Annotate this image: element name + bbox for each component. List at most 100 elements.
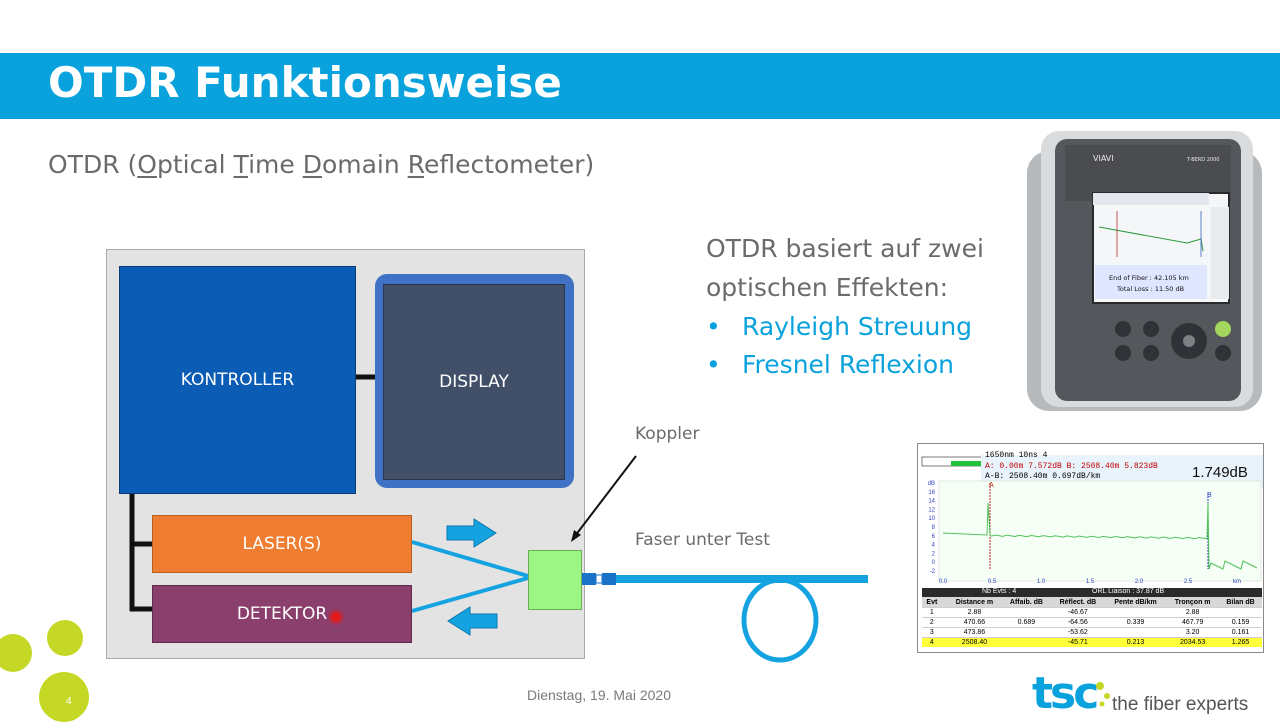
device-end-of-fiber: End of Fiber : 42.105 km (1109, 274, 1189, 282)
table-cell (1001, 637, 1051, 647)
table-cell (1001, 627, 1051, 638)
subtitle-part: O (137, 150, 157, 179)
otdr-y-tick-label: 8 (932, 525, 936, 531)
subtitle-part: T (233, 150, 249, 179)
subtitle-part: ime (248, 150, 303, 179)
table-cell: 0.339 (1104, 617, 1167, 628)
event-table-header: Tronçon m (1166, 597, 1220, 608)
table-cell: 1.265 (1219, 637, 1262, 647)
table-cell: 470.66 (947, 617, 1002, 628)
device-total-loss: Total Loss : 11.50 dB (1116, 285, 1184, 293)
device-start-key-icon (1215, 321, 1231, 337)
table-cell: 0.161 (1219, 627, 1262, 638)
otdr-ab-loss: 1.749dB (1192, 464, 1248, 481)
bullet-fresnel-text: Fresnel Reflexion (742, 350, 955, 379)
detector-box: DETEKTOR (152, 585, 412, 643)
otdr-x-tick-label: 2.5 (1184, 579, 1193, 585)
tsc-logo-icon: tsc (1032, 672, 1110, 718)
table-cell (1001, 607, 1051, 618)
coupler-label: Koppler (635, 424, 700, 444)
event-table-header: Evt (922, 597, 942, 608)
display-box: DISPLAY (383, 284, 565, 480)
otdr-y-tick-label: -2 (930, 569, 936, 575)
device-key-icon (1115, 321, 1131, 337)
event-table-header: Réflect. dB (1051, 597, 1105, 608)
otdr-x-tick-label: 1.0 (1037, 579, 1046, 585)
controller-box: KONTROLLER (119, 266, 356, 494)
otdr-trace-line (942, 502, 1258, 570)
decor-circle (0, 634, 32, 672)
fiber-connector-right (602, 573, 616, 585)
fiber-connector-left (582, 573, 596, 585)
table-cell: 0.689 (1001, 617, 1051, 628)
page-number: 4 (66, 696, 72, 707)
detector-label: DETEKTOR (236, 604, 328, 624)
otdr-cursor-values: A: 0.00m 7.572dB B: 2508.40m 5.823dB (985, 462, 1158, 471)
otdr-y-tick-label: 16 (928, 490, 935, 496)
detector-coupler-fiber (411, 576, 529, 613)
explanation-line-2: optischen Effekten: (706, 273, 949, 302)
coupler-box (528, 550, 582, 610)
device-key-icon (1115, 345, 1131, 361)
table-cell: 2.88 (1166, 607, 1220, 618)
table-cell: 3 (922, 627, 942, 638)
otdr-y-tick-label: 12 (928, 507, 935, 513)
table-row[interactable]: 1 2.88 -46.67 2.88 (922, 607, 1262, 618)
decor-circle (47, 620, 83, 656)
otdr-x-tick-label: 1.5 (1086, 579, 1095, 585)
footer-date: Dienstag, 19. Mai 2020 (527, 687, 671, 703)
device-model: T-BERD 2000 (1186, 157, 1219, 163)
table-cell (941, 627, 948, 638)
subtitle-part: D (302, 150, 322, 179)
otdr-device-picture: VIAVI T-BERD 2000 End of Fiber : 42.105 … (1027, 131, 1262, 411)
fiber-label: Faser unter Test (635, 530, 770, 550)
cursor-a-marker: A (989, 482, 994, 489)
table-cell (1219, 607, 1262, 618)
events-count: Nb Evts : 4 (982, 588, 1017, 595)
table-cell: -45.71 (1051, 637, 1105, 647)
cursor-b-marker: B (1207, 492, 1212, 499)
table-cell: 2508.40 (947, 637, 1002, 647)
coupler-pointer-line (574, 455, 637, 537)
otdr-x-tick-label: 2.0 (1135, 579, 1144, 585)
otdr-header: 1650nm 10ns 4 (985, 451, 1048, 460)
coupler-pointer-arrowhead-icon (571, 530, 581, 542)
otdr-events-bar: Nb Evts : 4 ORL Liaison : 37.87 dB (922, 588, 1262, 597)
device-key-icon (1143, 321, 1159, 337)
event-table-header: Distance m (947, 597, 1002, 608)
otdr-x-tick-label: 0.0 (939, 579, 948, 585)
table-cell: 1 (922, 607, 942, 618)
subtitle-part: omain (321, 150, 408, 179)
bullet-rayleigh: •Rayleigh Streuung (706, 312, 972, 341)
bullet-rayleigh-text: Rayleigh Streuung (742, 312, 973, 341)
subtitle-part: R (407, 150, 424, 179)
subtitle-part: OTDR ( (48, 150, 138, 179)
tagline: the fiber experts (1112, 694, 1249, 715)
otdr-y-tick-label: 2 (932, 551, 936, 557)
otdr-ab-values: A-B: 2508.40m 0.697dB/km (985, 472, 1101, 481)
subtitle-part: ptical (156, 150, 234, 179)
table-cell (941, 607, 948, 618)
title-bar (0, 53, 1280, 119)
laser-label: LASER(S) (242, 534, 322, 554)
event-table-header: Pente dB/km (1104, 597, 1167, 608)
event-table-header: Affaib. dB (1001, 597, 1051, 608)
otdr-y-tick-label: 14 (928, 499, 935, 505)
otdr-y-tick-label: 6 (932, 534, 936, 540)
table-cell: 2.88 (947, 607, 1002, 618)
table-cell (1104, 627, 1167, 638)
table-cell: 3.20 (1166, 627, 1220, 638)
table-cell: -46.67 (1051, 607, 1105, 618)
events-orl: ORL Liaison : 37.87 dB (1092, 588, 1165, 595)
laser-coupler-fiber (411, 540, 529, 578)
bullet-icon: • (706, 350, 721, 379)
fiber-loop (741, 577, 819, 663)
table-cell: 467.79 (1166, 617, 1220, 628)
table-cell: 473.86 (947, 627, 1002, 638)
otdr-y-tick-label: 0 (932, 560, 936, 566)
